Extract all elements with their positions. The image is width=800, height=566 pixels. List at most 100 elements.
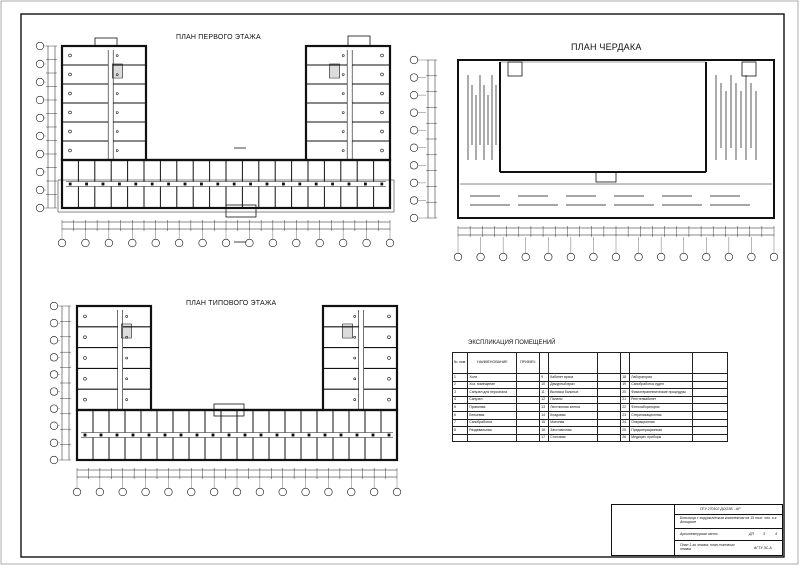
room-number: 20 bbox=[620, 388, 631, 397]
room-note bbox=[692, 418, 729, 428]
column bbox=[83, 433, 87, 437]
fixture bbox=[380, 72, 384, 77]
explication-title: ЭКСПЛИКАЦИЯ ПОМЕЩЕНИЙ bbox=[468, 340, 556, 346]
axis-marker bbox=[35, 113, 45, 123]
fixture bbox=[341, 130, 345, 133]
axis-marker bbox=[81, 238, 90, 248]
room-number: 2 bbox=[451, 380, 469, 390]
column bbox=[99, 433, 103, 437]
attic-courtyard bbox=[499, 61, 707, 173]
axis-marker bbox=[49, 438, 59, 447]
axis-marker bbox=[370, 487, 379, 497]
axis-marker bbox=[476, 252, 485, 262]
room-number: 1 bbox=[451, 373, 469, 382]
column bbox=[265, 182, 269, 186]
axis-marker bbox=[392, 487, 402, 497]
typical-floor-title: ПЛАН ТИПОВОГО ЭТАЖА bbox=[186, 300, 277, 307]
axis-marker bbox=[409, 196, 419, 205]
room-name: Кладовая bbox=[548, 410, 599, 420]
column bbox=[183, 182, 187, 186]
room-name: Заготовочная bbox=[548, 426, 599, 435]
room-number: 10 bbox=[539, 380, 550, 390]
room-number: 4 bbox=[451, 395, 469, 405]
column bbox=[347, 182, 351, 186]
column bbox=[307, 433, 311, 437]
vent-shaft bbox=[507, 61, 523, 77]
column bbox=[211, 433, 215, 437]
title-block: ПГУ 270102 ДООЗБ - АР Больница с хирурги… bbox=[611, 504, 783, 556]
fixture bbox=[353, 335, 357, 339]
room-name: Раздевальная bbox=[467, 426, 518, 435]
left-wing-wall bbox=[75, 304, 153, 412]
axis-marker bbox=[409, 213, 419, 223]
fixture bbox=[115, 73, 119, 76]
room-note bbox=[692, 426, 729, 435]
column bbox=[232, 182, 236, 186]
room-note bbox=[597, 388, 622, 397]
axis-marker bbox=[49, 370, 59, 379]
axis-marker bbox=[409, 161, 419, 170]
room-name bbox=[467, 433, 518, 443]
column bbox=[131, 433, 135, 437]
column bbox=[163, 433, 167, 437]
attic-hatch bbox=[595, 171, 617, 183]
room-name: Санобработка bbox=[467, 418, 518, 428]
room-note bbox=[692, 388, 729, 397]
axis-marker bbox=[187, 487, 196, 497]
axis-marker bbox=[175, 238, 184, 248]
room-note bbox=[597, 426, 622, 435]
axis-marker bbox=[292, 238, 301, 248]
axis-marker bbox=[35, 149, 45, 159]
room-number: 24 bbox=[620, 418, 631, 428]
axis-marker bbox=[151, 238, 160, 248]
room-name: Рентгенкабинет bbox=[629, 395, 694, 405]
axis-marker bbox=[409, 126, 419, 135]
room-name: Санузел bbox=[467, 395, 518, 405]
fixture bbox=[115, 130, 119, 133]
axis-marker bbox=[347, 487, 356, 497]
fixture bbox=[387, 335, 391, 339]
room-name: Палаты bbox=[548, 395, 599, 405]
fixture bbox=[83, 356, 87, 360]
room-name: Медицин. приборы bbox=[629, 433, 694, 443]
column bbox=[243, 433, 247, 437]
column bbox=[195, 433, 199, 437]
room-name: Предоперационная bbox=[629, 426, 694, 435]
room-number: 21 bbox=[620, 395, 631, 405]
axis-marker bbox=[409, 73, 419, 82]
axis-marker bbox=[35, 95, 45, 105]
room-note bbox=[692, 395, 729, 405]
room-note bbox=[692, 410, 729, 420]
column bbox=[117, 182, 121, 186]
axis-marker bbox=[339, 238, 348, 248]
axis-marker bbox=[769, 252, 779, 262]
axis-marker bbox=[409, 108, 419, 117]
room-name: Моечная bbox=[548, 418, 599, 428]
fixture bbox=[115, 111, 119, 114]
axis-marker bbox=[724, 252, 733, 262]
project-code: ПГУ 270102 ДООЗБ - АР bbox=[700, 507, 741, 511]
axis-marker bbox=[57, 238, 67, 248]
fixture bbox=[83, 335, 87, 339]
room-note bbox=[516, 403, 541, 412]
fixture bbox=[68, 148, 72, 153]
room-name: Санобработка суден bbox=[629, 380, 694, 390]
stair bbox=[342, 323, 353, 339]
stair bbox=[112, 63, 123, 79]
entrance-canopy bbox=[347, 35, 371, 47]
room-name: Стерилизационная bbox=[629, 410, 694, 420]
axis-marker bbox=[104, 238, 113, 248]
axis-marker bbox=[35, 203, 45, 213]
room-number: 11 bbox=[539, 388, 550, 397]
fixture bbox=[353, 377, 357, 381]
room-note bbox=[597, 433, 622, 443]
room-name: Холл bbox=[467, 373, 518, 382]
room-number: 13 bbox=[539, 403, 550, 412]
axis-marker bbox=[49, 353, 59, 362]
